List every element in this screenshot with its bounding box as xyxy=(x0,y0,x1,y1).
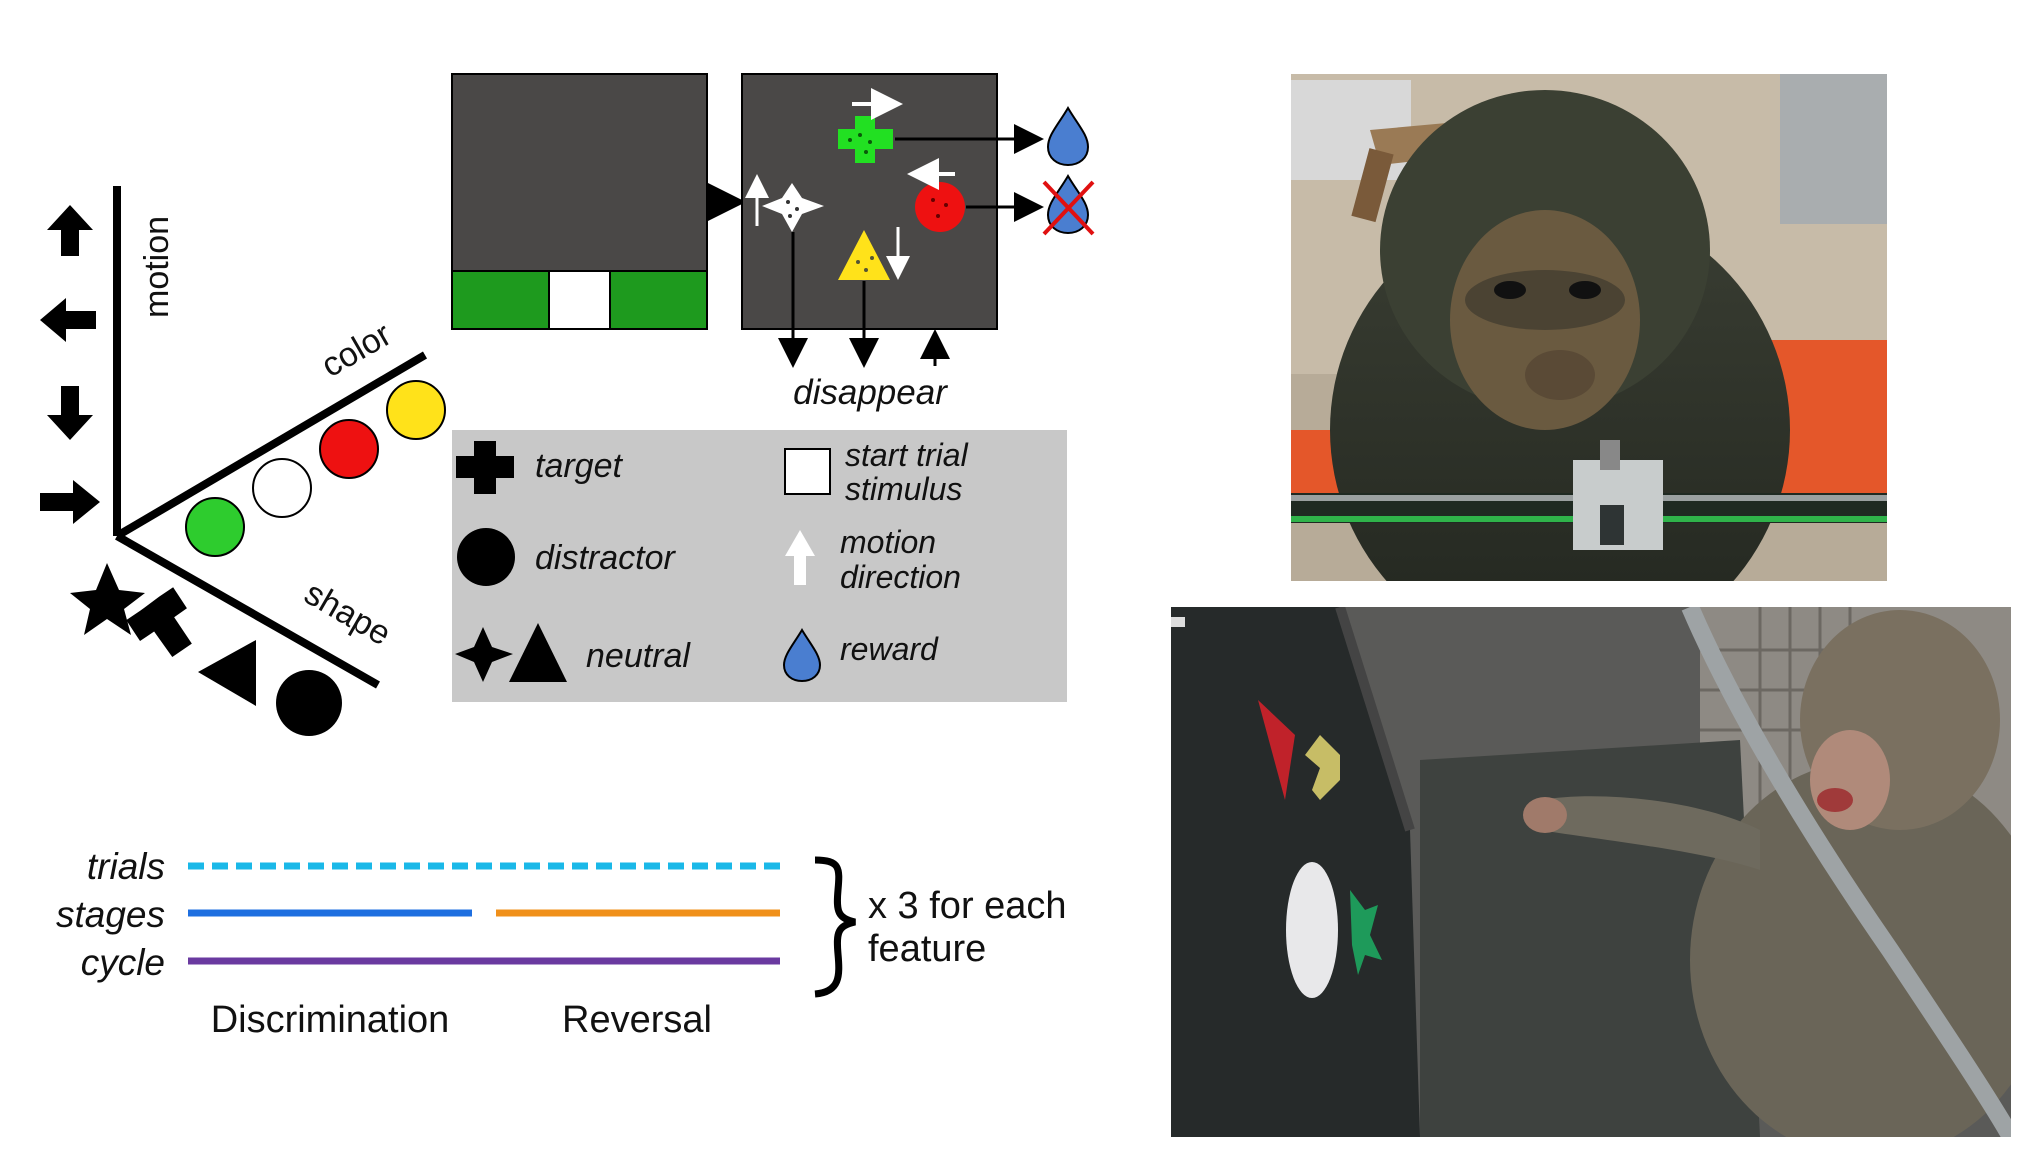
repeat-label-line1: x 3 for each xyxy=(868,885,1067,927)
task-screens: disappear xyxy=(451,73,1095,412)
legend-distractor-icon xyxy=(457,528,515,586)
monkey-drinking-photo xyxy=(1291,74,1887,581)
legend-target-label: target xyxy=(535,447,623,485)
arrow-down-icon xyxy=(47,386,93,440)
repeat-label-line2: feature xyxy=(868,928,986,970)
trials-label: trials xyxy=(87,846,165,887)
color-swatch-green xyxy=(185,497,245,557)
shape-axis xyxy=(115,532,380,689)
color-swatch-white xyxy=(252,458,312,518)
stages-label: stages xyxy=(56,894,165,935)
neutral-star-white xyxy=(762,183,824,232)
monkey-touchscreen-photo xyxy=(1171,607,2011,1137)
circle-icon xyxy=(276,670,342,736)
start-trial-square xyxy=(548,270,611,330)
timeline: trials stages cycle x 3 for each feature… xyxy=(56,846,1067,1041)
legend-box: target distractor neutral start trial st… xyxy=(452,430,1067,702)
legend-neutral-triangle-icon xyxy=(509,623,567,682)
distractor-circle-red xyxy=(915,182,965,232)
triangle-icon xyxy=(198,640,256,706)
legend-reward-label: reward xyxy=(840,631,939,667)
star-icon xyxy=(70,563,145,635)
color-swatch-red xyxy=(319,419,379,479)
arrow-right-icon xyxy=(40,480,100,524)
arrow-left-icon xyxy=(40,298,96,342)
start-bar-left xyxy=(451,270,550,330)
reward-drop-icon xyxy=(1046,106,1090,167)
legend-start-trial-line1: start trial xyxy=(845,437,969,473)
legend-reward-icon xyxy=(782,628,822,683)
reversal-label: Reversal xyxy=(562,999,712,1041)
color-swatch-yellow xyxy=(386,380,446,440)
legend-motion-line2: direction xyxy=(840,559,961,595)
shape-axis-label: shape xyxy=(298,574,397,653)
legend-neutral-star-icon xyxy=(455,627,513,682)
motion-axis-label: motion xyxy=(138,216,176,318)
legend-motion-arrow-icon xyxy=(785,530,815,585)
target-cross-green xyxy=(838,116,893,163)
legend-target-icon xyxy=(456,441,514,494)
color-axis xyxy=(114,351,428,540)
cross-icon xyxy=(126,587,192,658)
legend-neutral-label: neutral xyxy=(586,637,691,675)
cycle-label: cycle xyxy=(81,942,165,983)
start-bar-right xyxy=(609,270,708,330)
brace-icon xyxy=(814,856,856,998)
legend-start-trial-line2: stimulus xyxy=(845,471,962,507)
feature-space-diagram: motion color shape xyxy=(40,186,446,736)
discrimination-label: Discrimination xyxy=(211,999,450,1041)
neutral-triangle-yellow xyxy=(838,230,890,280)
legend-start-trial-icon xyxy=(784,448,831,495)
disappear-label: disappear xyxy=(793,373,948,412)
arrow-up-icon xyxy=(47,205,93,256)
legend-motion-line1: motion xyxy=(840,524,936,560)
legend-distractor-label: distractor xyxy=(535,539,676,577)
